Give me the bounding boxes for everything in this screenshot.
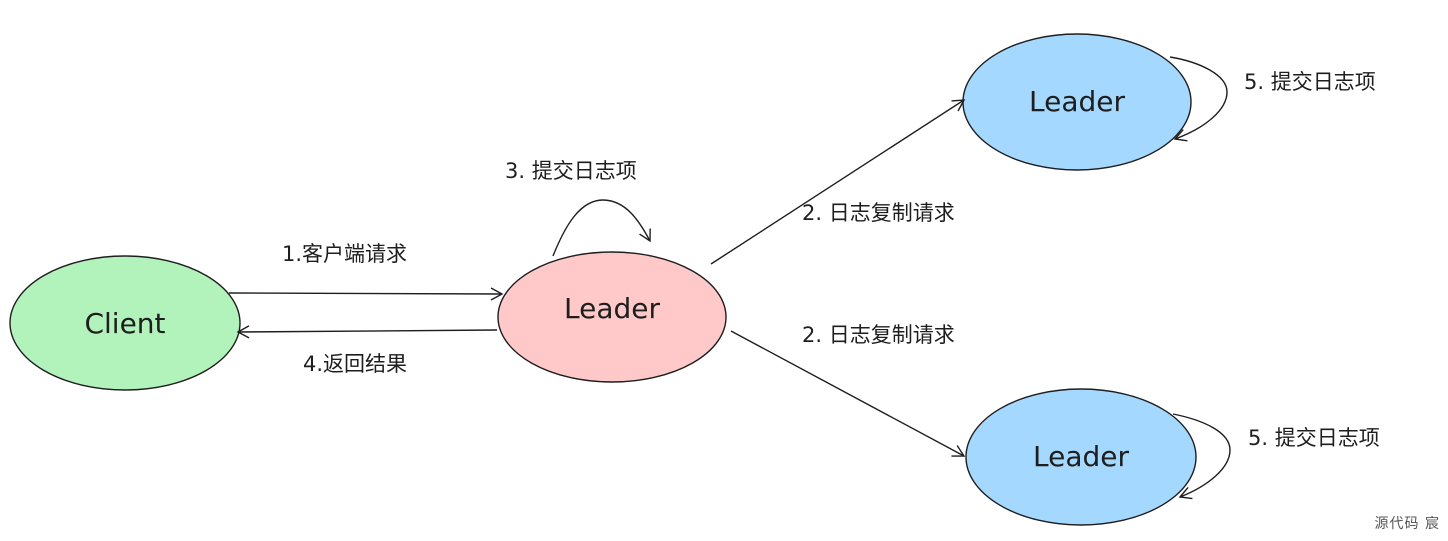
leader-main-ellipse xyxy=(497,251,727,383)
client-ellipse xyxy=(9,255,241,391)
commit-main-label: 3. 提交日志项 xyxy=(505,159,637,183)
client-request-edge: 1.客户端请求 xyxy=(228,242,504,301)
leader-main-label: Leader xyxy=(564,292,660,325)
replicate-top-label: 2. 日志复制请求 xyxy=(802,201,955,225)
client-request-label: 1.客户端请求 xyxy=(282,242,407,266)
return-result-arrow xyxy=(236,325,498,339)
commit-main-edge: 3. 提交日志项 xyxy=(505,159,651,257)
commit-bottom-loop xyxy=(1172,413,1231,500)
replicate-bottom-edge: 2. 日志复制请求 xyxy=(730,323,966,457)
leader-top-label: Leader xyxy=(1029,85,1125,118)
commit-top-label: 5. 提交日志项 xyxy=(1244,70,1376,94)
replicate-top-arrow xyxy=(710,99,966,265)
client-request-arrow xyxy=(228,287,504,301)
leader-bottom-label: Leader xyxy=(1033,440,1129,473)
leader-bottom-node: Leader xyxy=(965,388,1197,526)
leader-top-node: Leader xyxy=(962,33,1192,171)
replicate-bottom-label: 2. 日志复制请求 xyxy=(802,323,955,347)
replicate-bottom-arrow xyxy=(730,330,966,457)
replicate-top-edge: 2. 日志复制请求 xyxy=(710,99,966,265)
leader-main-node: Leader xyxy=(497,251,727,383)
return-result-edge: 4.返回结果 xyxy=(236,325,498,376)
leader-bottom-ellipse xyxy=(965,388,1197,526)
return-result-label: 4.返回结果 xyxy=(303,352,407,376)
watermark: 源代码 宸 xyxy=(1374,516,1440,532)
commit-main-loop xyxy=(552,199,651,257)
client-label: Client xyxy=(84,307,165,340)
commit-bottom-label: 5. 提交日志项 xyxy=(1248,426,1380,450)
client-node: Client xyxy=(9,255,241,391)
commit-bottom-edge: 5. 提交日志项 xyxy=(1172,413,1380,500)
commit-top-loop xyxy=(1169,56,1228,142)
commit-top-edge: 5. 提交日志项 xyxy=(1169,56,1376,142)
